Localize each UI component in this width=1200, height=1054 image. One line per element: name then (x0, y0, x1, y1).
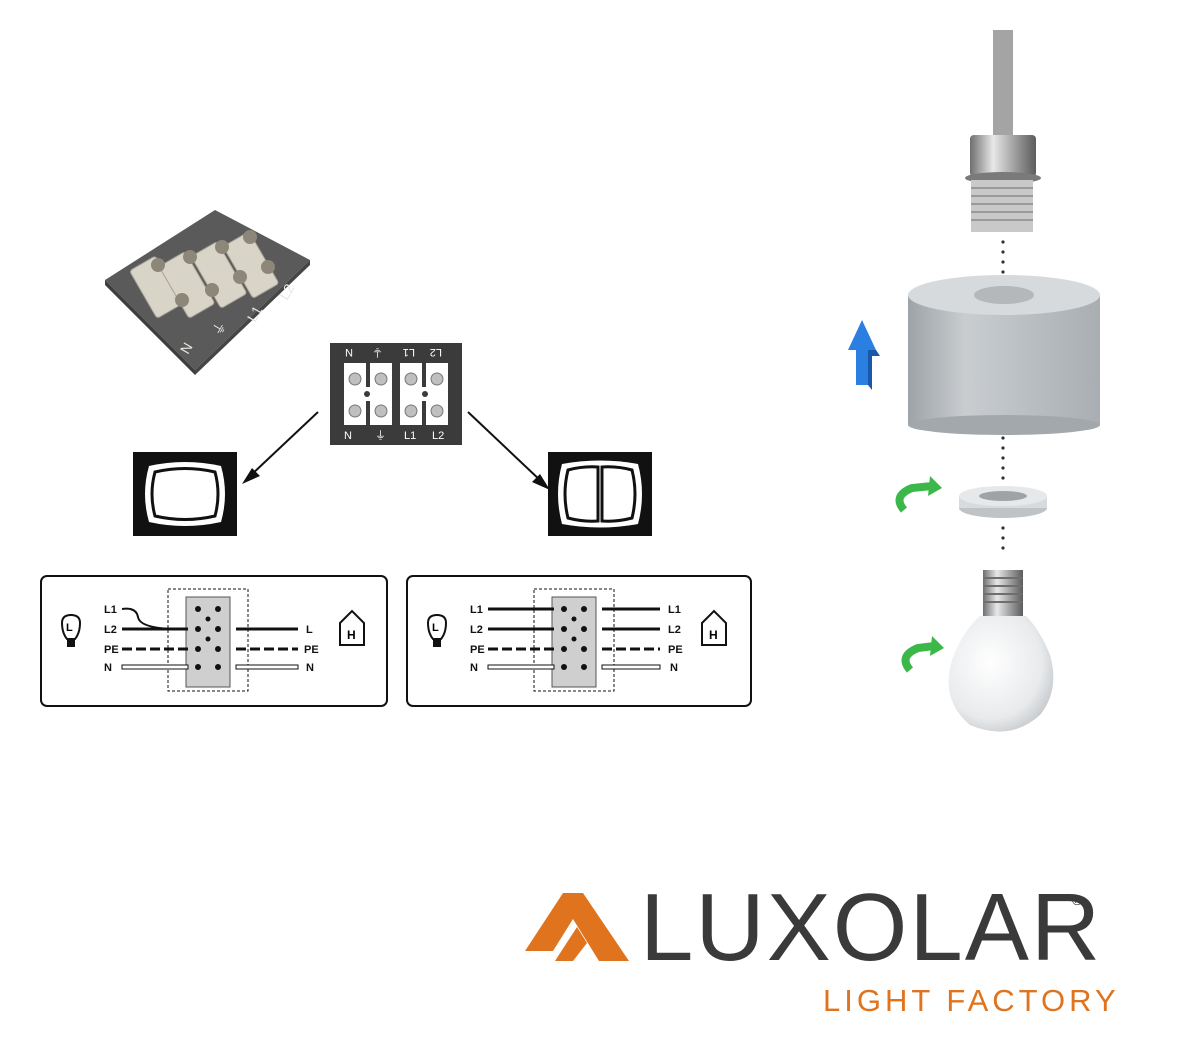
left-label-n: N (104, 662, 112, 674)
single-rocker-switch-icon (133, 452, 237, 536)
left-label-pe: PE (470, 644, 485, 656)
luxolar-logo-icon (525, 893, 629, 961)
left-label-l2: L2 (470, 624, 483, 636)
house-label: H (709, 628, 718, 642)
double-rocker-switch-icon (548, 452, 652, 536)
right-label-l1: L1 (668, 604, 681, 616)
lamp-icon: L (60, 613, 82, 647)
rotate-arrow-icon (895, 476, 942, 513)
left-label-n: N (470, 662, 478, 674)
left-label-pe: PE (104, 644, 119, 656)
right-label-n: N (306, 662, 314, 674)
terminal-block-photo: N ⏚ L1 L2 (105, 210, 310, 375)
terminal-schematic: N ⏚ L1 L2 N ⏚ L1 L2 (330, 343, 462, 445)
lamp-label: L (432, 622, 439, 634)
schematic-top-n: N (345, 346, 353, 358)
schematic-top-l1: L1 (403, 346, 415, 358)
right-label-l2: L2 (668, 624, 681, 636)
photo-label-earth: ⏚ (209, 318, 230, 338)
right-label-pe: PE (668, 644, 683, 656)
registered-mark: ® (1072, 892, 1083, 908)
house-label: H (347, 628, 356, 642)
schematic-bottom-l2: L2 (432, 430, 444, 442)
left-label-l1: L1 (104, 604, 117, 616)
lamp-shade (908, 275, 1100, 435)
schematic-bottom-l1: L1 (404, 430, 416, 442)
wiring-diagram-single: L H L1 L2 PE N L PE N (40, 575, 388, 707)
house-icon: H (701, 609, 727, 646)
ring-nut (959, 486, 1047, 518)
photo-label-l2: L2 (276, 281, 298, 303)
right-label-pe: PE (304, 644, 319, 656)
left-label-l2: L2 (104, 624, 117, 636)
brand-tagline: LIGHT FACTORY (823, 983, 1120, 1018)
left-label-l1: L1 (470, 604, 483, 616)
right-label-n: N (670, 662, 678, 674)
light-bulb (948, 570, 1054, 732)
ceiling-cap (965, 135, 1041, 232)
schematic-bottom-earth: ⏚ (375, 429, 386, 442)
lamp-assembly-illustration (848, 30, 1100, 732)
rotate-arrow-icon (901, 636, 944, 673)
house-icon: H (339, 609, 365, 646)
arrows-to-switches (242, 411, 550, 490)
schematic-top-earth: ⏚ (372, 346, 383, 359)
wiring-diagram-double: L H L1 L2 PE N L1 L2 PE N (406, 575, 752, 707)
photo-label-l1: L1 (244, 303, 266, 325)
brand-name: LUXOLAR (640, 874, 1103, 981)
lamp-icon: L (426, 613, 448, 647)
right-label-l: L (306, 624, 313, 636)
schematic-top-l2: L2 (430, 346, 442, 358)
power-cord (993, 30, 1013, 138)
up-arrow-icon (848, 320, 880, 390)
schematic-bottom-n: N (344, 430, 352, 442)
lamp-label: L (66, 622, 73, 634)
